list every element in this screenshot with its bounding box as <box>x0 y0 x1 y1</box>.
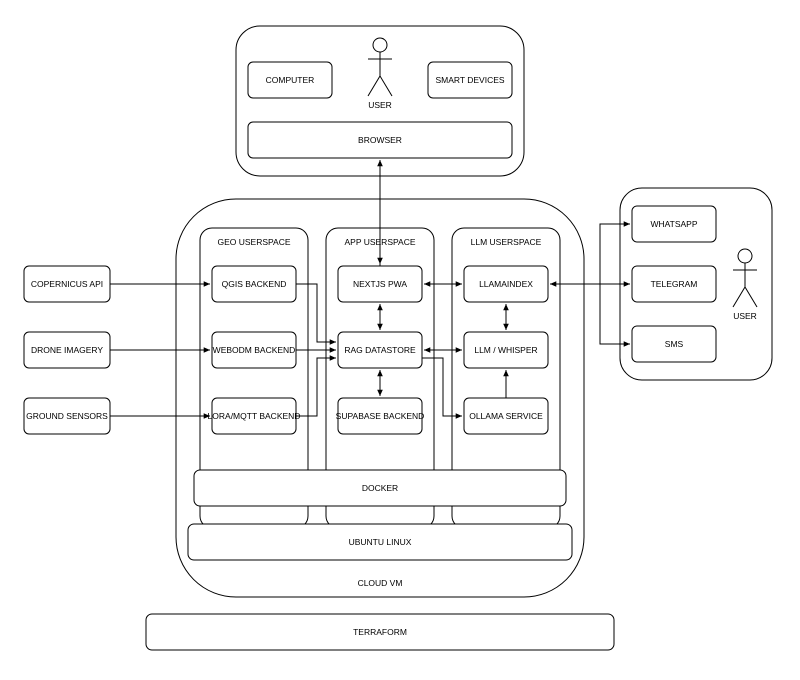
supabase-backend-box <box>337 397 423 435</box>
llm-whisper-label: LLM / WHISPER <box>474 345 537 355</box>
llamaindex-label: LLAMAINDEX <box>479 279 533 289</box>
sms-box <box>631 325 717 363</box>
edge-llamaindex-sms <box>599 284 630 347</box>
supabase-backend-label: SUPABASE BACKEND <box>336 411 425 421</box>
smart-devices-box <box>427 61 513 99</box>
terraform-box <box>145 613 615 651</box>
rag-datastore-label: RAG DATASTORE <box>344 345 416 355</box>
lora-backend-label: LORA/MQTT BACKEND <box>208 411 301 421</box>
computer-box <box>247 61 333 99</box>
client-user-label: USER <box>368 100 392 110</box>
computer-label: COMPUTER <box>266 75 315 85</box>
nextjs-pwa-label: NEXTJS PWA <box>353 279 407 289</box>
telegram-box <box>631 265 717 303</box>
browser-label: BROWSER <box>358 135 402 145</box>
llamaindex-box <box>463 265 549 303</box>
rag-datastore-box <box>337 331 423 369</box>
cloud-vm-label: CLOUD VM <box>358 578 403 588</box>
copernicus-label: COPERNICUS API <box>31 279 103 289</box>
drone-imagery-label: DRONE IMAGERY <box>31 345 103 355</box>
messaging-user-label: USER <box>733 311 757 321</box>
whatsapp-label: WHATSAPP <box>650 219 697 229</box>
docker-label: DOCKER <box>362 483 398 493</box>
qgis-backend-label: QGIS BACKEND <box>222 279 287 289</box>
ubuntu-label: UBUNTU LINUX <box>349 537 412 547</box>
llm-whisper-box <box>463 331 549 369</box>
ground-sensors-label: GROUND SENSORS <box>26 411 108 421</box>
user-actor-icon <box>367 37 393 97</box>
edge-qgis-rag <box>296 283 336 345</box>
whatsapp-box <box>631 205 717 243</box>
terraform-label: TERRAFORM <box>353 627 407 637</box>
geo-userspace-title: GEO USERSPACE <box>217 237 290 247</box>
smart-devices-label: SMART DEVICES <box>435 75 504 85</box>
edge-rag-ollama <box>422 357 462 419</box>
ubuntu-box <box>187 523 573 561</box>
webodm-backend-label: WEBODM BACKEND <box>213 345 296 355</box>
ollama-service-label: OLLAMA SERVICE <box>469 411 543 421</box>
sms-label: SMS <box>665 339 684 349</box>
llm-userspace-title: LLM USERSPACE <box>471 237 542 247</box>
browser-box <box>247 121 513 159</box>
messaging-user-actor-icon <box>732 248 758 308</box>
telegram-label: TELEGRAM <box>651 279 698 289</box>
edge-llamaindex-whatsapp <box>599 221 630 284</box>
edge-lora-rag <box>296 355 336 417</box>
docker-box <box>193 469 567 507</box>
